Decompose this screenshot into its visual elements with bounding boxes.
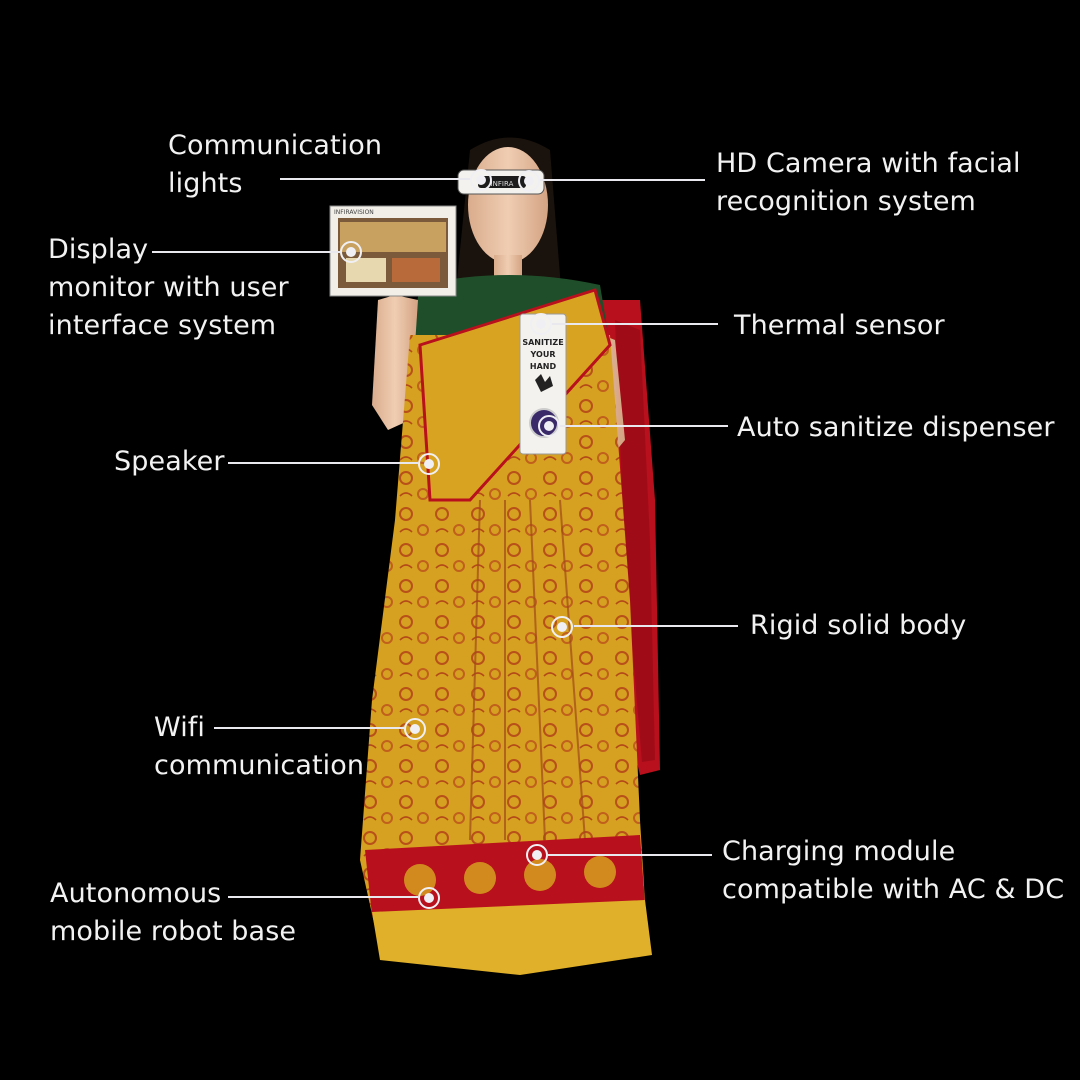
marker-rigid-body bbox=[551, 616, 573, 638]
marker-hd-camera bbox=[518, 170, 540, 192]
marker-auto-sanitize bbox=[538, 415, 560, 437]
dispenser-line-1: SANITIZE bbox=[522, 338, 563, 347]
label-rigid-body: Rigid solid body bbox=[750, 610, 967, 641]
label-hd-camera: HD Camera with facial recognition system bbox=[716, 148, 1021, 217]
label-thermal-sensor: Thermal sensor bbox=[734, 310, 945, 341]
head bbox=[468, 147, 548, 263]
marker-charging-module bbox=[526, 844, 548, 866]
marker-thermal-sensor bbox=[530, 313, 552, 335]
label-speaker: Speaker bbox=[114, 446, 225, 477]
label-robot-base: Autonomous mobile robot base bbox=[50, 878, 297, 947]
label-charging-module: Charging module compatible with AC & DC bbox=[722, 836, 1065, 905]
label-communication-lights: Communication lights bbox=[168, 130, 383, 199]
dispenser-line-3: HAND bbox=[530, 362, 557, 371]
marker-robot-base bbox=[418, 887, 440, 909]
marker-display-monitor bbox=[340, 241, 362, 263]
marker-speaker bbox=[418, 453, 440, 475]
callout-markers bbox=[340, 169, 573, 909]
label-display-monitor: Display monitor with user interface syst… bbox=[48, 234, 289, 341]
marker-communication-lights bbox=[470, 169, 492, 191]
monitor-brand: INFIRAVISION bbox=[334, 209, 374, 216]
callout-lines bbox=[152, 178, 738, 898]
dispenser-line-2: YOUR bbox=[530, 350, 556, 359]
marker-wifi bbox=[404, 718, 426, 740]
label-wifi: Wifi communication bbox=[154, 712, 365, 781]
label-auto-sanitize: Auto sanitize dispenser bbox=[737, 412, 1055, 443]
visor-text: INFIRA bbox=[491, 180, 514, 188]
robot-base bbox=[372, 900, 652, 975]
